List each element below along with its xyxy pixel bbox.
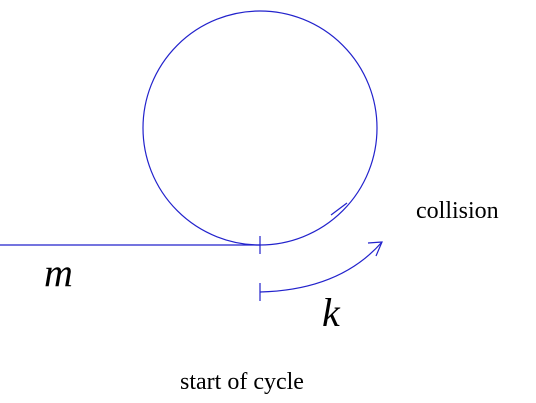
k-arrowhead bbox=[367, 241, 383, 257]
m-label: m bbox=[44, 250, 73, 295]
start-of-cycle-label: start of cycle bbox=[180, 369, 304, 395]
collision-tick bbox=[330, 202, 348, 216]
k-label: k bbox=[322, 290, 341, 335]
k-arc bbox=[259, 241, 383, 293]
collision-label: collision bbox=[416, 198, 499, 224]
cycle-circle bbox=[142, 10, 378, 246]
